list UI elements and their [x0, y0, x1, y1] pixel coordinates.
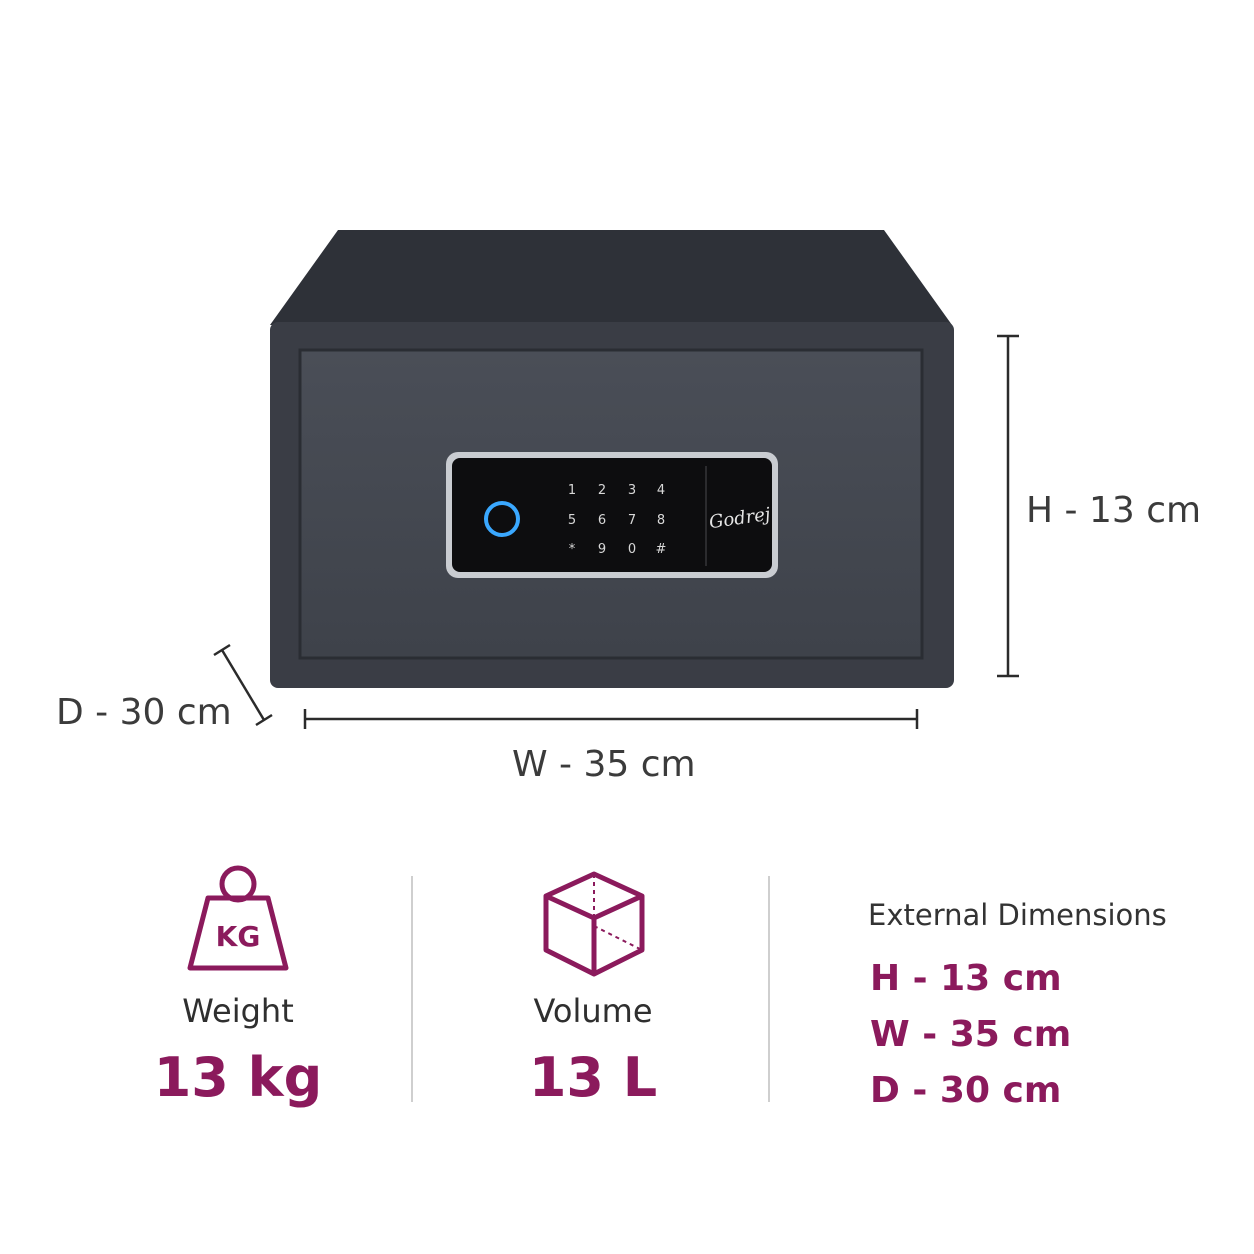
cube-icon	[543, 871, 645, 977]
depth-label: D - 30 cm	[56, 692, 232, 733]
keypad-key: 9	[598, 542, 606, 557]
height-label: H - 13 cm	[1026, 490, 1202, 531]
height-dimension-line	[997, 334, 1019, 678]
width-label: W - 35 cm	[512, 744, 696, 785]
external-dimensions-title: External Dimensions	[868, 898, 1167, 932]
width-dimension-line	[303, 709, 919, 729]
divider	[411, 876, 413, 1102]
keypad-key: 1	[568, 483, 576, 498]
volume-value: 13 L	[528, 1046, 658, 1109]
keypad-key: 6	[598, 513, 606, 528]
external-width: W - 35 cm	[870, 1014, 1072, 1055]
weight-value: 13 kg	[153, 1046, 323, 1109]
safe-top	[270, 230, 952, 325]
depth-dimension-line	[213, 643, 273, 727]
keypad-keys: 1 2 3 4 5 6 7 8 * 9 0 #	[568, 483, 667, 557]
keypad-key: 3	[628, 483, 636, 498]
fingerprint-sensor-icon	[484, 501, 520, 537]
keypad-panel	[452, 458, 772, 572]
keypad-key: #	[656, 542, 667, 557]
keypad-key: 4	[657, 483, 665, 498]
keypad-key: 8	[657, 513, 665, 528]
volume-label: Volume	[533, 992, 653, 1030]
keypad-key: 0	[628, 542, 636, 557]
keypad-key: 7	[628, 513, 636, 528]
external-depth: D - 30 cm	[870, 1070, 1062, 1111]
keypad-key: 2	[598, 483, 606, 498]
keypad-key: *	[569, 542, 576, 557]
keypad-key: 5	[568, 513, 576, 528]
safe-illustration: 1 2 3 4 5 6 7 8 * 9 0 # Godrej	[213, 230, 1019, 729]
weight-icon-text: KG	[216, 920, 261, 953]
weight-label: Weight	[182, 992, 294, 1030]
divider	[768, 876, 770, 1102]
weight-kg-icon: KG	[187, 865, 289, 971]
external-height: H - 13 cm	[870, 958, 1062, 999]
